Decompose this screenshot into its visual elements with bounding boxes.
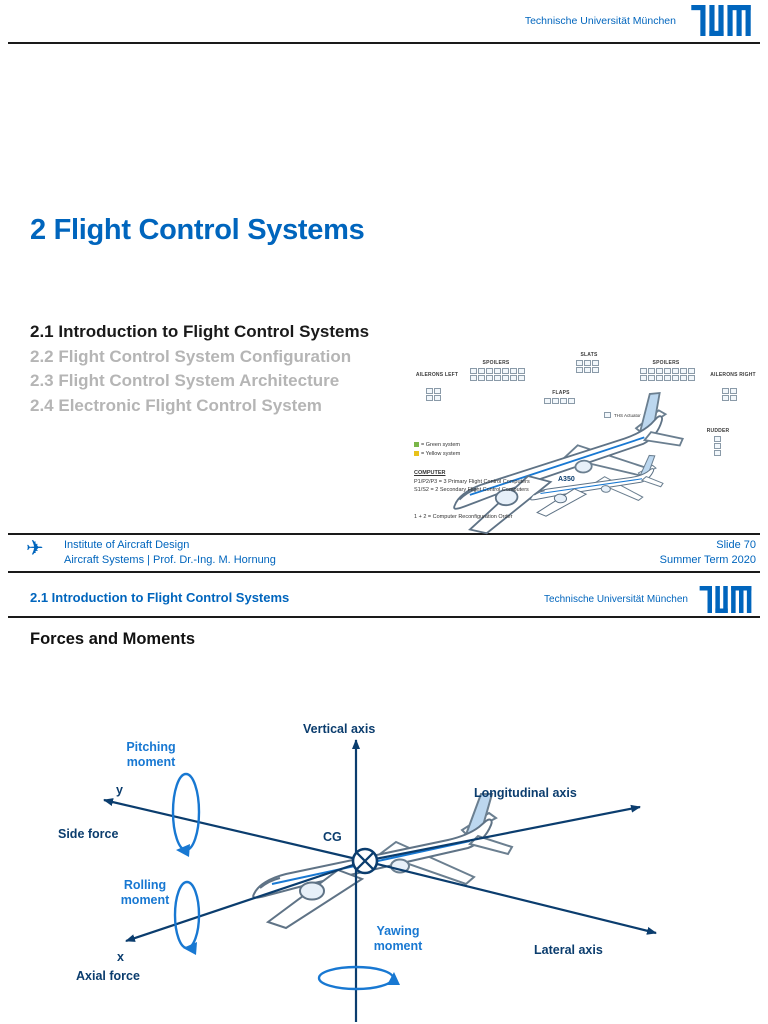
cg-symbol — [351, 847, 379, 875]
flaps-label: FLAPS — [552, 390, 570, 396]
longitudinal-axis-line-left — [125, 859, 366, 943]
footer-term: Summer Term 2020 — [659, 554, 756, 566]
ailerons-right-boxes — [722, 388, 737, 394]
footer-institute: Institute of Aircraft Design — [64, 539, 190, 551]
chapter-title: 2 Flight Control Systems — [30, 214, 365, 246]
side-force-label: Side force — [58, 827, 119, 841]
footer-top-rule — [8, 533, 760, 535]
ailerons-right-boxes-2 — [722, 395, 737, 401]
agenda-item-2-1: 2.1 Introduction to Flight Control Syste… — [30, 322, 370, 341]
rudder-label: RUDDER — [706, 428, 730, 434]
moment-arrows — [171, 772, 400, 991]
lateral-axis-line-right — [364, 859, 657, 935]
rolling-moment-label: Rolling moment — [120, 878, 170, 907]
y-axis-letter: y — [116, 783, 123, 797]
tum-logo-2 — [699, 586, 752, 613]
footer-bottom-rule — [8, 571, 760, 573]
header-rule — [8, 42, 760, 44]
ailerons-left-label: AILERONS LEFT — [415, 372, 459, 378]
ailerons-left-boxes — [426, 388, 441, 394]
spoilers-right-boxes — [640, 368, 695, 374]
spoilers-left-boxes-2 — [470, 375, 525, 381]
axial-force-label: Axial force — [76, 969, 140, 983]
legend-primary-computers: P1/P2/P3 = 3 Primary Flight Control Comp… — [414, 479, 530, 485]
spoilers-right-boxes-2 — [640, 375, 695, 381]
a350-aircraft-secondary-drawing — [521, 439, 678, 530]
institute-logo-plane-icon: ✈ — [26, 537, 44, 560]
cg-label: CG — [323, 830, 342, 844]
footer-course: Aircraft Systems | Prof. Dr.-Ing. M. Hor… — [64, 554, 276, 566]
vertical-axis-label: Vertical axis — [303, 722, 376, 736]
university-wordmark-2: Technische Universität München — [544, 594, 688, 605]
yawing-moment-label: Yawing moment — [373, 924, 423, 953]
slats-boxes — [576, 360, 599, 366]
agenda-item-2-2: 2.2 Flight Control System Configuration — [30, 346, 352, 366]
footer-institute-block: Institute of Aircraft Design Aircraft Sy… — [64, 538, 276, 568]
yellow-system-swatch — [414, 451, 419, 457]
university-wordmark: Technische Universität München — [524, 15, 676, 27]
x-axis-letter: x — [117, 950, 124, 964]
spoilers-left-label: SPOILERS — [482, 360, 510, 366]
flaps-boxes — [544, 398, 575, 404]
tum-logo — [691, 5, 751, 36]
section-title: 2.1 Introduction to Flight Control Syste… — [30, 590, 290, 605]
legend-computer-heading: COMPUTER — [414, 470, 446, 476]
agenda-list: 2.1 Introduction to Flight Control Syste… — [30, 320, 369, 418]
axis-lines — [103, 739, 657, 1022]
ths-actuator-box — [604, 412, 611, 418]
slide-1: Technische Universität München 2 Flight … — [8, 5, 764, 573]
green-system-swatch — [414, 442, 419, 448]
ailerons-right-label: AILERONS RIGHT — [710, 372, 756, 378]
spoilers-right-label: SPOILERS — [652, 360, 680, 366]
pitching-moment-label: Pitching moment — [126, 740, 176, 769]
slide-heading: Forces and Moments — [30, 630, 196, 648]
footer-slide-number: Slide 70 — [716, 539, 756, 551]
lateral-axis-line-left — [103, 798, 366, 863]
agenda-item-2-3: 2.3 Flight Control System Architecture — [30, 371, 340, 390]
ailerons-left-boxes-2 — [426, 395, 441, 401]
header-rule-2 — [8, 616, 760, 618]
rudder-boxes — [714, 436, 721, 456]
slats-boxes-2 — [576, 367, 599, 373]
legend-yellow-system: = Yellow system — [414, 451, 460, 458]
lateral-axis-label: Lateral axis — [534, 943, 603, 957]
slide-2: 2.1 Introduction to Flight Control Syste… — [0, 578, 768, 1024]
ths-actuator-label: THS Actuator — [614, 413, 641, 418]
longitudinal-axis-line-right — [364, 804, 641, 863]
a350-control-surfaces-figure: AILERONS LEFT SPOILERS SLATS SPOILERS AI… — [408, 346, 764, 534]
flight-axes-diagram — [103, 739, 657, 1022]
legend-reconfiguration-note: 1 + 2 = Computer Reconfiguration Order — [414, 514, 513, 520]
a350-fuselage-marking: A350 — [558, 476, 575, 483]
pitching-moment-arrow — [171, 772, 201, 852]
agenda-item-2-4: 2.4 Electronic Flight Control System — [30, 395, 322, 415]
spoilers-left-boxes — [470, 368, 525, 374]
footer-slide-block: Slide 70 Summer Term 2020 — [660, 538, 756, 568]
legend-green-system: = Green system — [414, 442, 460, 449]
slats-label: SLATS — [580, 352, 598, 358]
longitudinal-axis-label: Longitudinal axis — [474, 786, 577, 800]
legend-secondary-computers: S1/S2 = 2 Secondary Flight Control Compu… — [414, 487, 529, 493]
